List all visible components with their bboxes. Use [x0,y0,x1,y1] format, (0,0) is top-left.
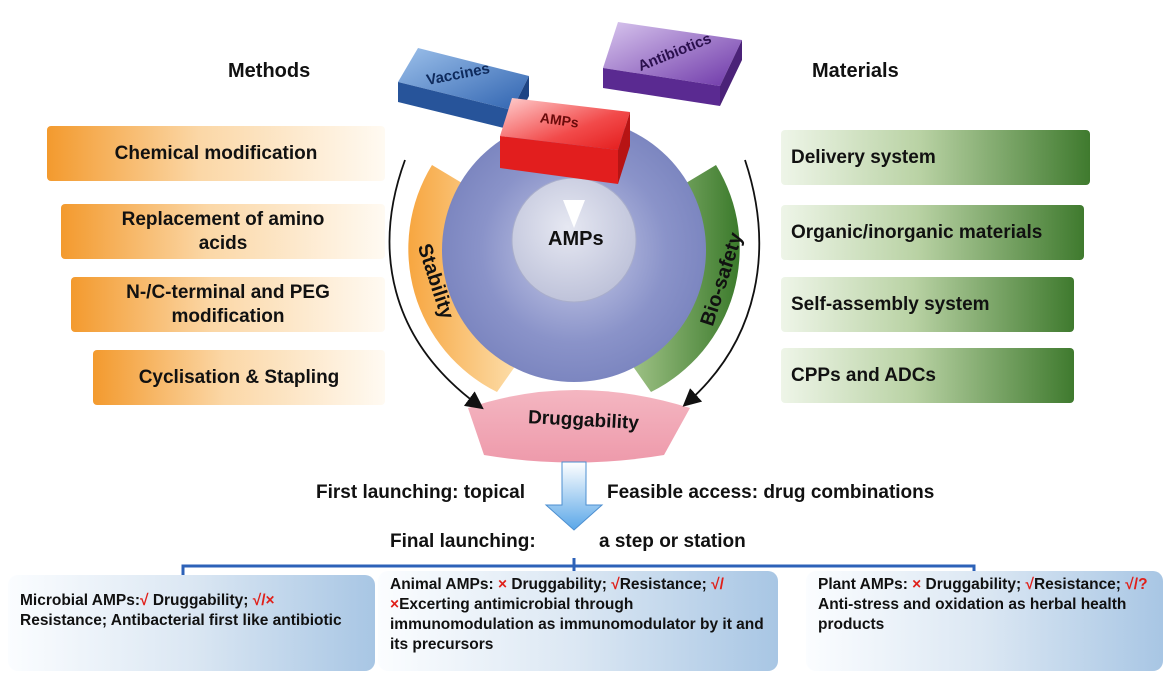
cross-mark: × [497,576,508,593]
material-label: CPPs and ADCs [791,364,936,386]
stability-arrow [388,159,484,410]
method-box-terminal-peg: N-/C-terminal and PEG modification [71,277,385,332]
amps-cube [500,98,630,184]
method-box-replacement-amino-acids: Replacement of amino acids [61,204,385,259]
material-label: Organic/inorganic materials [791,221,1043,243]
animal-text-1: Druggability; [507,576,612,593]
material-label: Self-assembly system [791,293,990,315]
plant-amps-box: Plant AMPs: × Druggability; √Resistance;… [806,571,1163,671]
check-mark: √ [140,592,149,609]
check-cross-mark: √/× [252,592,275,609]
plant-text-3: Anti-stress and oxidation as herbal heal… [818,596,1127,633]
animal-text-3: Excerting antimicrobial through immunomo… [390,596,764,653]
material-box-delivery-system: Delivery system [781,130,1090,185]
method-label: Cyclisation & Stapling [138,366,340,388]
material-box-organic-inorganic: Organic/inorganic materials [781,205,1084,260]
core-label-amps: AMPs [548,228,604,250]
check-mark: √ [611,576,620,593]
final-launching-label: Final launching: [390,531,536,552]
plant-lead: Plant AMPs: [818,576,908,593]
method-label-line2: modification [171,305,285,327]
plant-text-2: Resistance; [1033,576,1126,593]
method-label-line2: acids [198,232,248,254]
animal-lead: Animal AMPs: [390,576,494,593]
materials-header: Materials [812,60,899,82]
animal-amps-box: Animal AMPs: × Druggability; √Resistance… [378,571,778,671]
launch-arrow [544,461,604,531]
check-question-mark: √/? [1125,576,1148,593]
method-label: N-/C-terminal and PEG [126,281,330,303]
method-label: Replacement of amino [121,208,325,230]
check-cross-mark: √/× [390,576,724,613]
druggability-band [468,390,690,463]
material-box-self-assembly: Self-assembly system [781,277,1074,332]
plant-text-1: Druggability; [921,576,1026,593]
final-launching-value: a step or station [599,531,746,552]
antibiotics-cube [603,22,742,106]
microbial-text-1: Druggability; [148,592,253,609]
material-label: Delivery system [791,146,936,168]
methods-header: Methods [228,60,311,82]
microbial-lead: Microbial AMPs: [20,592,140,609]
first-launching-text: First launching: topical [316,482,526,503]
animal-text-2: Resistance; [619,576,712,593]
check-mark: √ [1025,576,1034,593]
microbial-text-2: Resistance; Antibacterial first like ant… [20,612,342,629]
method-label: Chemical modification [114,142,318,164]
method-box-cyclisation-stapling: Cyclisation & Stapling [93,350,385,405]
material-box-cpps-adcs: CPPs and ADCs [781,348,1074,403]
microbial-amps-box: Microbial AMPs:√ Druggability; √/× Resis… [8,575,375,671]
cross-mark: × [912,576,922,593]
biosafety-arrow [682,159,761,407]
feasible-access-text: Feasible access: drug combinations [607,482,935,503]
core-pointer [563,200,585,228]
method-box-chemical-modification: Chemical modification [47,126,385,181]
